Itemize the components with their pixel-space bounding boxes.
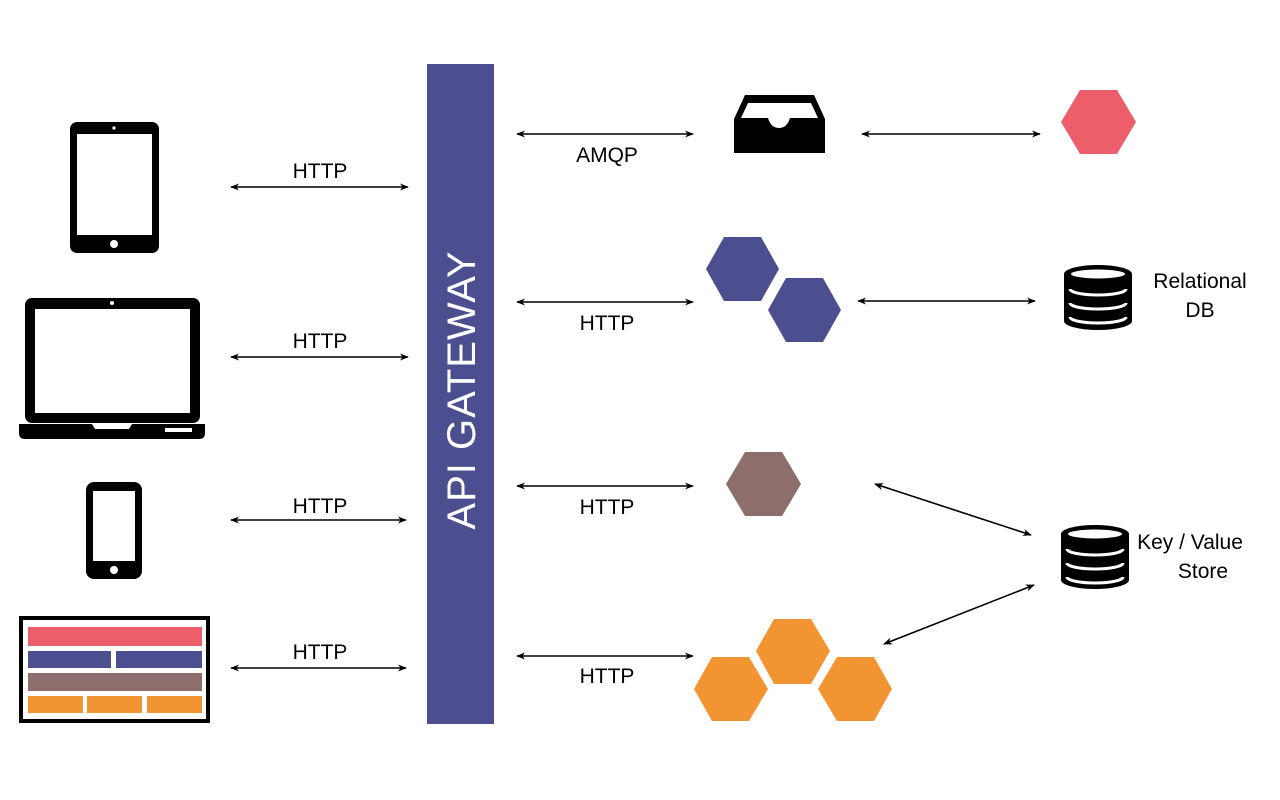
service-brown — [726, 452, 801, 516]
service-red — [1061, 90, 1136, 154]
protocol-label: HTTP — [293, 330, 348, 353]
client-link-1: HTTP — [230, 160, 409, 191]
brown-service-to-kv-link — [874, 483, 1032, 536]
hexagon-icon — [818, 657, 892, 721]
protocol-label: HTTP — [580, 312, 635, 335]
hexagon-icon — [756, 619, 830, 684]
service-link-4: HTTP — [516, 652, 694, 688]
web-browser-icon — [19, 616, 210, 723]
phone-icon — [86, 482, 142, 579]
protocol-label: HTTP — [580, 496, 635, 519]
key-value-store: Key / Value Store — [1061, 525, 1243, 589]
tablet-icon — [70, 122, 159, 253]
datastore-label: Relational — [1153, 270, 1246, 293]
service-link-1: AMQP — [516, 130, 694, 167]
hexagon-icon — [768, 278, 841, 342]
protocol-label: HTTP — [580, 665, 635, 688]
orange-service-to-kv-link — [883, 584, 1035, 645]
client-link-2: HTTP — [230, 330, 409, 361]
datastore-label: Store — [1178, 560, 1228, 583]
database-icon — [1061, 525, 1129, 589]
relational-db: Relational DB — [1064, 265, 1247, 330]
api-gateway: API GATEWAY — [427, 64, 494, 724]
service-orange-cluster — [694, 619, 892, 721]
hexagon-icon — [1061, 90, 1136, 154]
service-blue-cluster — [706, 237, 841, 342]
datastore-label: Key / Value — [1137, 531, 1243, 554]
hexagon-icon — [706, 237, 779, 301]
hexagon-icon — [726, 452, 801, 516]
service-link-3: HTTP — [516, 482, 694, 519]
protocol-label: HTTP — [293, 160, 348, 183]
database-icon — [1064, 265, 1132, 330]
client-link-4: HTTP — [230, 641, 407, 672]
hexagon-icon — [694, 657, 768, 721]
service-link-2: HTTP — [516, 298, 694, 335]
datastore-label: DB — [1185, 299, 1214, 322]
protocol-label: HTTP — [293, 495, 348, 518]
client-link-3: HTTP — [230, 495, 407, 524]
protocol-label: AMQP — [576, 144, 638, 167]
laptop-icon — [19, 298, 205, 439]
protocol-label: HTTP — [293, 641, 348, 664]
message-queue-icon — [734, 95, 825, 153]
api-gateway-label: API GATEWAY — [440, 250, 484, 529]
